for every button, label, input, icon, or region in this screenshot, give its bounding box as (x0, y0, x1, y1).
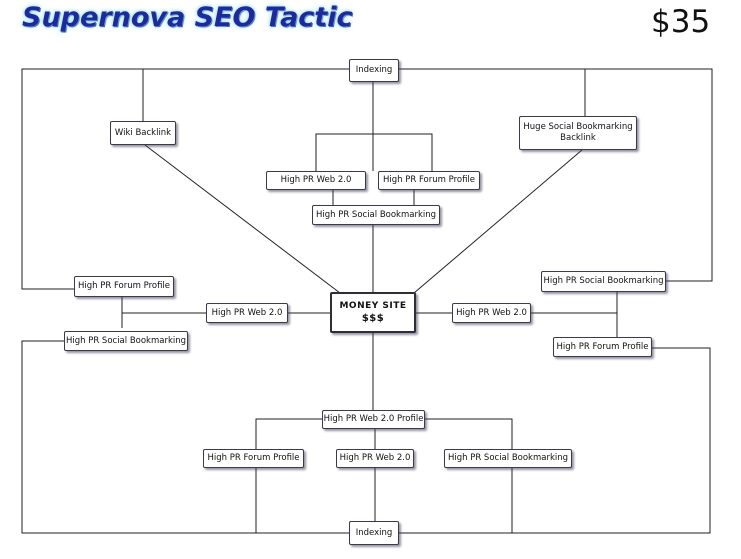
node-money-site: MONEY SITE $$$ (330, 292, 416, 333)
node-right-forum-profile: High PR Forum Profile (553, 337, 652, 357)
node-top-forum-profile: High PR Forum Profile (378, 171, 480, 190)
node-bottom-web20-profile: High PR Web 2.0 Profile (322, 410, 425, 429)
node-right-social-bookmarking: High PR Social Bookmarking (541, 271, 666, 292)
connector-line (399, 347, 711, 534)
node-left-web20: High PR Web 2.0 (206, 303, 288, 323)
node-top-social-bookmarking: High PR Social Bookmarking (312, 205, 440, 225)
node-left-forum-profile: High PR Forum Profile (74, 276, 174, 297)
node-bottom-social-bookmarking: High PR Social Bookmarking (444, 449, 572, 468)
node-wiki-backlink: Wiki Backlink (110, 121, 176, 145)
connector-line (399, 68, 713, 282)
node-bottom-web20: High PR Web 2.0 (336, 449, 414, 468)
connector-line (413, 149, 583, 294)
price-label: $35 (651, 4, 711, 40)
node-right-web20: High PR Web 2.0 (452, 303, 531, 323)
connector-line (144, 144, 341, 294)
node-indexing-bottom: Indexing (349, 521, 399, 545)
connector-line (425, 418, 513, 449)
money-site-label: MONEY SITE (339, 301, 407, 311)
diagram-title: Supernova SEO Tactic (22, 2, 353, 33)
money-site-sub-label: $$$ (361, 313, 385, 324)
connector-line (255, 418, 322, 449)
node-indexing-top: Indexing (349, 59, 399, 82)
node-bottom-forum-profile: High PR Forum Profile (203, 449, 304, 468)
connector-line (315, 133, 433, 171)
node-huge-social-bookmarking: Huge Social Bookmarking Backlink (519, 116, 637, 150)
connector-line (21, 340, 349, 534)
node-left-social-bookmarking: High PR Social Bookmarking (64, 331, 188, 351)
node-top-web20: High PR Web 2.0 (266, 171, 366, 190)
connector-line (21, 68, 349, 290)
